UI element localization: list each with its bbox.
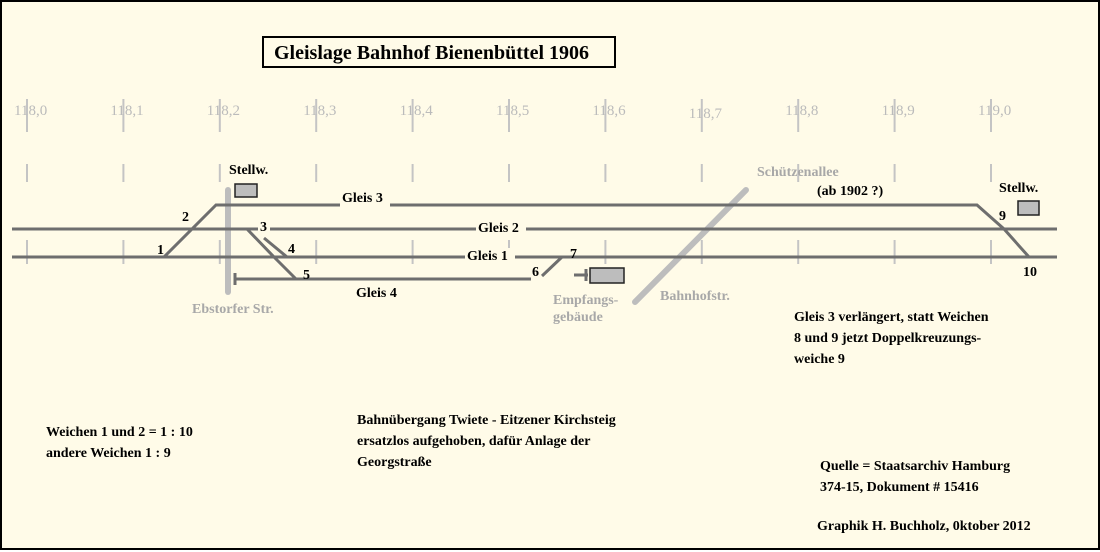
- note-bahnuebergang-3: Georgstraße: [357, 455, 432, 470]
- label-empfangsgebaeude-2: gebäude: [553, 310, 603, 325]
- km-label-2: 118,2: [207, 103, 240, 119]
- label-schuetzenallee: Schützenallee: [757, 165, 839, 180]
- switch-6: 6: [532, 265, 539, 280]
- switch-2: 2: [182, 210, 189, 225]
- switch-9: 9: [999, 209, 1006, 224]
- km-label-4: 118,4: [400, 103, 434, 119]
- km-label-1: 118,1: [110, 103, 143, 119]
- note-bahnuebergang-2: ersatzlos aufgehoben, dafür Anlage der: [357, 434, 590, 449]
- credit-text: Graphik H. Buchholz, 0ktober 2012: [817, 519, 1031, 534]
- km-label-3: 118,3: [303, 103, 336, 119]
- km-label-10: 119,0: [978, 103, 1011, 119]
- label-gleis3: Gleis 3: [342, 191, 383, 206]
- switch-10: 10: [1023, 265, 1037, 280]
- road-bahnhofstr: [632, 187, 749, 305]
- note-quelle-2: 374-15, Dokument # 15416: [820, 480, 979, 495]
- note-gleis3-2: 8 und 9 jetzt Doppelkreuzungs-: [794, 331, 982, 346]
- label-gleis1: Gleis 1: [467, 249, 508, 264]
- stellwerk-right-building: [1017, 200, 1040, 216]
- switch-5: 5: [303, 268, 310, 283]
- note-quelle-1: Quelle = Staatsarchiv Hamburg: [820, 459, 1010, 474]
- label-schuetzenallee-note: (ab 1902 ?): [817, 184, 883, 199]
- track-crossover-3-5: [245, 227, 298, 281]
- label-gleis4: Gleis 4: [356, 286, 397, 301]
- km-label-5: 118,5: [496, 103, 529, 119]
- note-bahnuebergang-1: Bahnübergang Twiete - Eitzener Kirchstei…: [357, 413, 616, 428]
- switch-1: 1: [157, 243, 164, 258]
- label-empfangsgebaeude-1: Empfangs-: [553, 293, 619, 308]
- km-scale: 118,0 118,1 118,2 118,3 118,4 118,5 118,6 118,7…: [14, 99, 1011, 264]
- track-crossover-4: [263, 236, 288, 259]
- km-label-9: 118,9: [882, 103, 915, 119]
- title-box: [262, 36, 616, 68]
- page-title: Gleislage Bahnhof Bienenbüttel 1906: [274, 42, 589, 64]
- track-switch-6-7: [540, 255, 564, 278]
- km-label-8: 118,8: [785, 103, 818, 119]
- switch-4: 4: [288, 242, 295, 257]
- note-weichen-1: Weichen 1 und 2 = 1 : 10: [46, 425, 193, 440]
- km-label-7: 118,7: [689, 106, 723, 122]
- stellwerk-left-building: [234, 183, 258, 198]
- stellwerk-right-label: Stellw.: [999, 181, 1038, 196]
- switch-7: 7: [570, 247, 577, 262]
- track-gleis3: [162, 203, 1031, 259]
- label-bahnhofstr: Bahnhofstr.: [660, 289, 730, 304]
- note-gleis3-1: Gleis 3 verlängert, statt Weichen: [794, 310, 989, 325]
- label-gleis2: Gleis 2: [478, 221, 519, 236]
- km-label-0: 118,0: [14, 103, 47, 119]
- note-gleis3-3: weiche 9: [794, 352, 845, 367]
- km-label-6: 118,6: [592, 103, 626, 119]
- empfangsgebaeude-building: [589, 267, 625, 284]
- stellwerk-left-label: Stellw.: [229, 163, 268, 178]
- switch-3: 3: [260, 220, 267, 235]
- note-weichen-2: andere Weichen 1 : 9: [46, 446, 171, 461]
- label-ebstorfer-str: Ebstorfer Str.: [192, 302, 274, 317]
